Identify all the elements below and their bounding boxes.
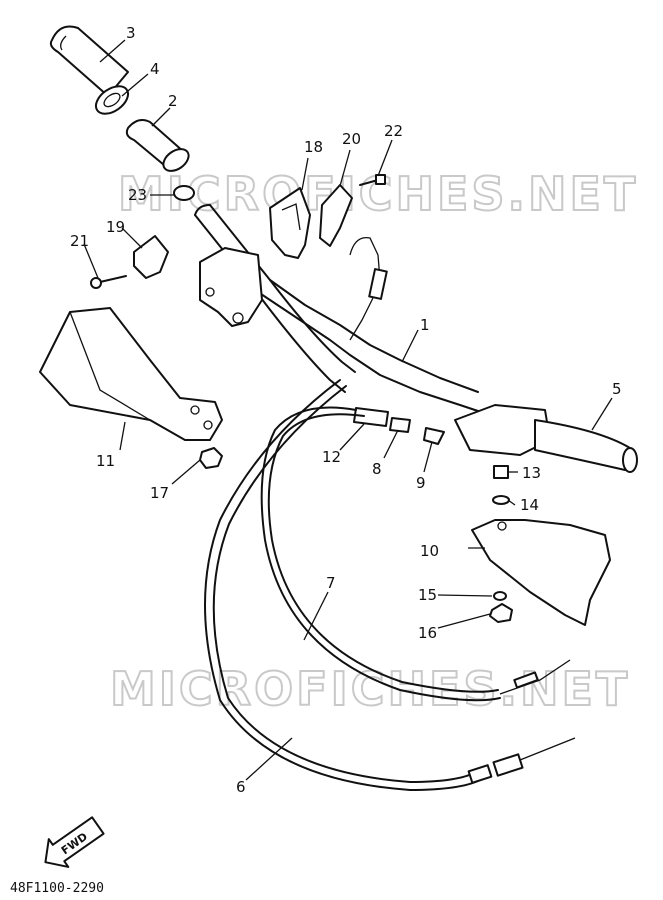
callout-17: 17 xyxy=(150,484,169,502)
hand-guard-right xyxy=(471,519,611,626)
callout-11: 11 xyxy=(96,452,115,470)
callout-18: 18 xyxy=(304,138,323,156)
callout-14: 14 xyxy=(520,496,539,514)
drawing-code: 48F1100-2290 xyxy=(10,881,104,896)
throttle-cable-adjuster-lower xyxy=(492,753,524,777)
throttle-grip xyxy=(49,25,130,115)
guard-nut-left xyxy=(199,447,223,469)
callout-15: 15 xyxy=(418,586,437,604)
callout-9: 9 xyxy=(416,474,426,492)
throttle-cable-inner xyxy=(212,385,477,783)
fwd-arrow-icon: FWD xyxy=(44,816,105,868)
throttle-cable xyxy=(204,379,481,791)
throttle-tube xyxy=(125,119,190,172)
callout-6: 6 xyxy=(236,778,246,796)
callout-7: 7 xyxy=(326,574,336,592)
callout-21: 21 xyxy=(70,232,89,250)
callout-22: 22 xyxy=(384,122,403,140)
guard-washer-right xyxy=(493,591,507,601)
guard-bolt-right xyxy=(492,465,510,505)
callout-1: 1 xyxy=(420,316,430,334)
callout-5: 5 xyxy=(612,380,622,398)
right-grip-assembly xyxy=(454,404,638,473)
hand-guard-left xyxy=(39,307,223,441)
callout-4: 4 xyxy=(150,60,160,78)
bracket-screw xyxy=(90,275,127,289)
throttle-cable-sleeve-lower xyxy=(467,764,493,784)
callout-3: 3 xyxy=(126,24,136,42)
leader-lines xyxy=(83,39,613,781)
spacer-ring xyxy=(173,185,195,201)
clutch-cable-inner xyxy=(267,413,499,693)
watermark-bottom: MICROFICHES.NET xyxy=(110,662,630,716)
throttle-cable-end xyxy=(519,737,576,761)
clutch-cable-adjuster-lower xyxy=(513,671,539,689)
cable-adjuster-upper xyxy=(368,268,388,300)
callout-20: 20 xyxy=(342,130,361,148)
callout-16: 16 xyxy=(418,624,437,642)
callout-23: 23 xyxy=(128,186,147,204)
callout-19: 19 xyxy=(106,218,125,236)
callout-10: 10 xyxy=(420,542,439,560)
callout-2: 2 xyxy=(168,92,178,110)
cable-bracket xyxy=(133,235,169,279)
clutch-cable-adjuster xyxy=(353,407,445,445)
callout-12: 12 xyxy=(322,448,341,466)
callout-8: 8 xyxy=(372,460,382,478)
handlebar xyxy=(194,204,491,416)
callout-13: 13 xyxy=(522,464,541,482)
callout-numbers: 3 4 2 23 18 20 22 19 21 1 5 11 17 12 8 9… xyxy=(70,24,622,796)
clutch-cable-end xyxy=(499,659,571,695)
clutch-cable xyxy=(260,406,501,702)
throttle-holder xyxy=(269,187,311,259)
cover-screw xyxy=(359,174,386,186)
guard-nut-right xyxy=(489,603,513,623)
left-switch-housing xyxy=(199,247,263,327)
